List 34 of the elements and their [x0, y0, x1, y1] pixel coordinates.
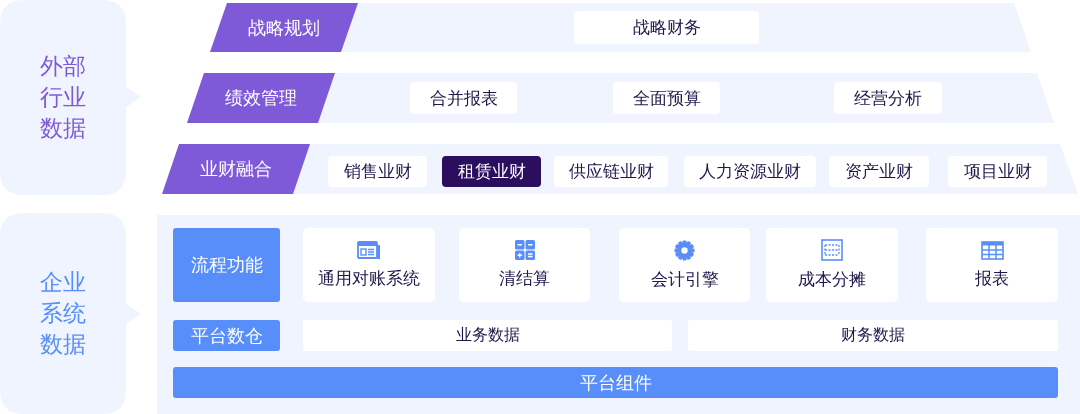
module-box: 战略财务: [574, 11, 759, 44]
layer-heading: 绩效管理: [187, 73, 335, 123]
pyramid-layer: [162, 144, 1078, 194]
function-block: 平台数仓: [173, 320, 280, 351]
data-box: 业务数据: [303, 320, 672, 351]
module-label: 报表: [975, 266, 1009, 290]
module-box: 资产业财: [829, 156, 929, 187]
module-box: 全面预算: [613, 82, 720, 114]
speech-bubble: 外部行业数据: [0, 0, 141, 195]
system-panel: [157, 215, 1080, 414]
layer-heading: 业财融合: [162, 144, 310, 194]
pyramid-layer: [210, 3, 1031, 52]
module-box: 合并报表: [410, 82, 517, 114]
pyramid-layer: [187, 73, 1054, 123]
module-card: [619, 228, 750, 302]
module-box: 销售业财: [328, 156, 427, 187]
module-box: 人力资源业财: [684, 156, 816, 187]
component-bar: 平台组件: [173, 367, 1058, 398]
module-label: 会计引擎: [650, 267, 719, 291]
function-block: 流程功能: [173, 228, 280, 302]
module-label: 清结算: [499, 267, 550, 290]
module-box: 供应链业财: [554, 156, 668, 187]
module-card: [459, 228, 590, 302]
layer-heading: 战略规划: [210, 3, 358, 52]
module-card: [926, 228, 1058, 302]
highlighted-module-box: 租赁业财: [442, 156, 541, 187]
module-label: 成本分摊: [798, 268, 866, 291]
module-card: [766, 228, 898, 302]
module-card: [303, 228, 435, 302]
module-box: 经营分析: [834, 82, 942, 114]
speech-bubble: 企业系统数据: [0, 213, 141, 414]
module-label: 通用对账系统: [318, 266, 420, 290]
data-box: 财务数据: [688, 320, 1058, 351]
module-box: 项目业财: [948, 156, 1047, 187]
